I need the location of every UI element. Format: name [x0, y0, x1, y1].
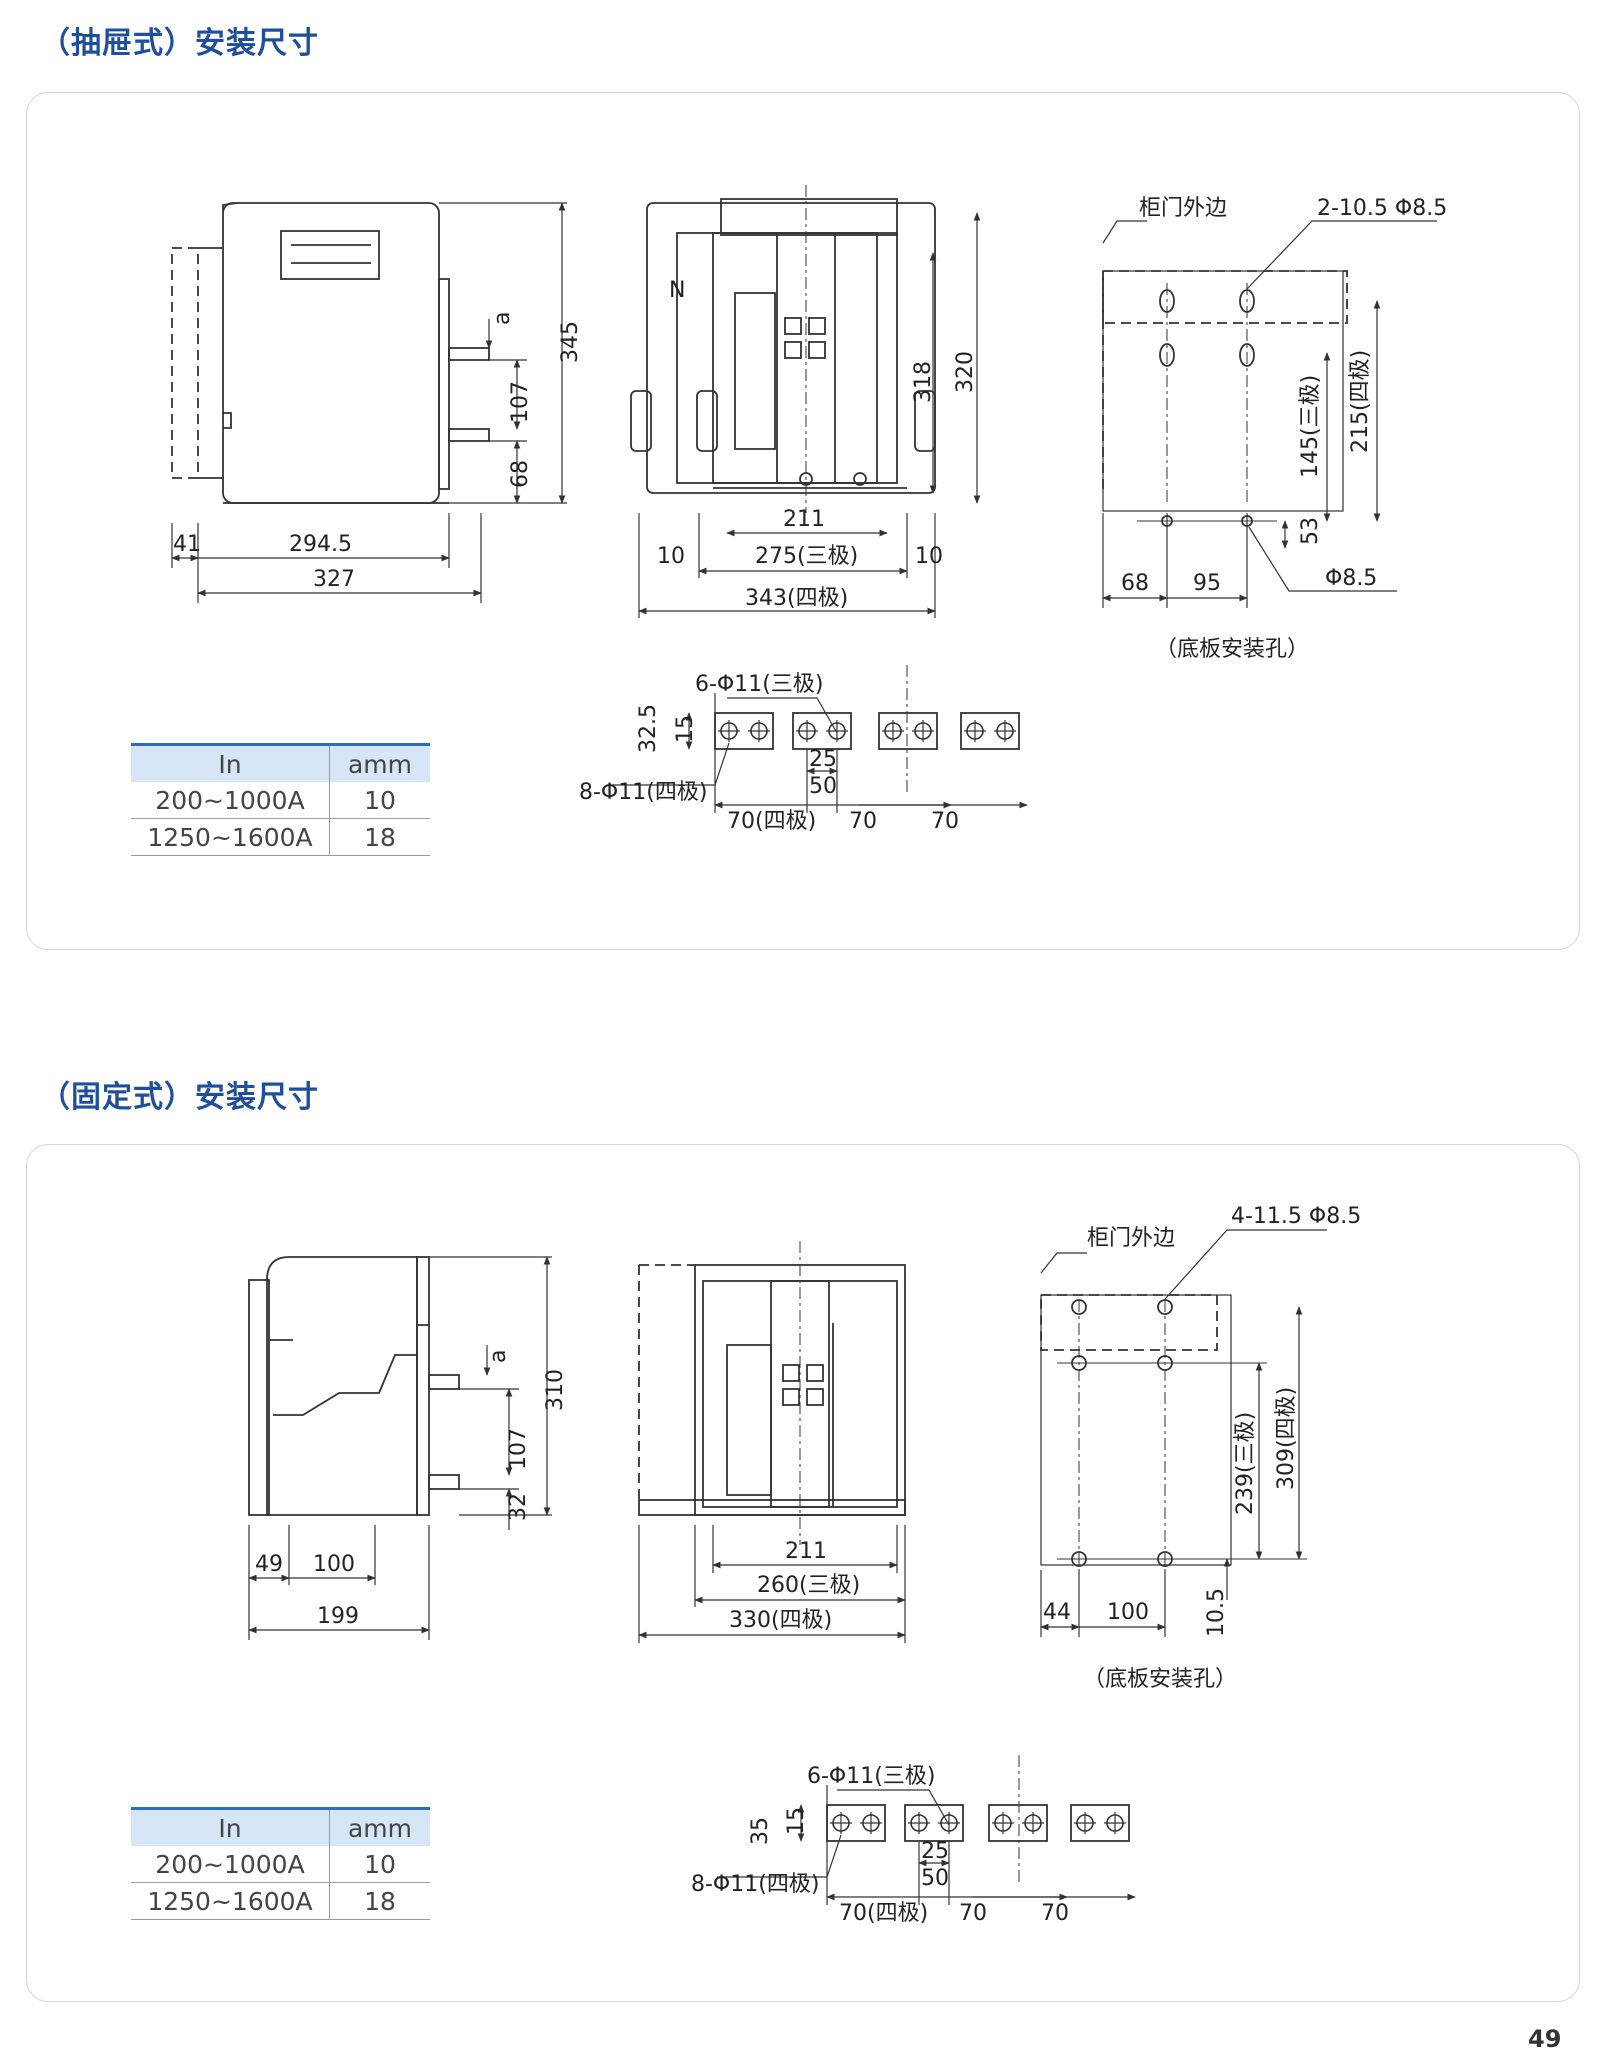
- dim-318: 318: [911, 361, 936, 403]
- dim-310: 310: [543, 1369, 568, 1411]
- table-row: 200~1000A 10: [131, 782, 430, 819]
- section-title-drawout: （抽屉式）安装尺寸: [40, 26, 319, 61]
- terminal-layout-drawout: [714, 665, 1020, 793]
- front-view-drawout: [630, 185, 936, 513]
- dim-260: 260(三极): [757, 1573, 860, 1598]
- dim-275: 275(三极): [755, 544, 858, 569]
- dim-327: 327: [313, 567, 355, 592]
- col-amm: amm: [329, 743, 430, 782]
- table-row: 1250~1600A 18: [131, 1882, 430, 1920]
- terminal-4p-label-fixed: 8-Φ11(四极): [691, 1872, 819, 1897]
- dim-35: 35: [748, 1817, 773, 1845]
- dim-25-fixed: 25: [921, 1839, 949, 1864]
- holes-label-fixed: 4-11.5 Φ8.5: [1231, 1204, 1361, 1229]
- neutral-label: N: [669, 278, 685, 303]
- side-view-drawout: [171, 202, 490, 504]
- dim-107: 107: [508, 381, 533, 423]
- dim-70-c: 70: [931, 809, 959, 834]
- dim-15: 15: [673, 715, 698, 743]
- dim-32: 32: [506, 1493, 531, 1521]
- dim-44: 44: [1043, 1600, 1071, 1625]
- dim-70-4p: 70(四极): [727, 809, 816, 834]
- dim-70-4p-fixed: 70(四极): [839, 1901, 928, 1926]
- dim-343: 343(四极): [745, 586, 848, 611]
- dim-70-b-fixed: 70: [959, 1901, 987, 1926]
- dim-345: 345: [558, 321, 583, 363]
- table-row: 200~1000A 10: [131, 1846, 430, 1883]
- terminal-4p-label: 8-Φ11(四极): [579, 780, 707, 805]
- dim-211: 211: [783, 507, 825, 532]
- dim-50: 50: [809, 774, 837, 799]
- dim-215: 215(四极): [1348, 350, 1373, 453]
- col-amm: amm: [329, 1807, 430, 1846]
- dim-50-fixed: 50: [921, 1866, 949, 1891]
- dim-100-mount: 100: [1107, 1600, 1149, 1625]
- dim-199: 199: [317, 1604, 359, 1629]
- dim-320: 320: [953, 351, 978, 393]
- terminal-3p-label-fixed: 6-Φ11(三极): [807, 1764, 935, 1789]
- terminal-3p-label: 6-Φ11(三极): [695, 672, 823, 697]
- section-title-fixed: （固定式）安装尺寸: [40, 1080, 319, 1115]
- dim-a: a: [490, 312, 515, 325]
- dim-10-5: 10.5: [1204, 1588, 1229, 1637]
- dim-211-fixed: 211: [785, 1539, 827, 1564]
- dim-10-left: 10: [657, 544, 685, 569]
- terminal-layout-fixed: [826, 1755, 1130, 1885]
- dim-70-c-fixed: 70: [1041, 1901, 1069, 1926]
- mount-caption: （底板安装孔）: [1155, 637, 1309, 662]
- dim-70-b: 70: [849, 809, 877, 834]
- drawout-panel: 345 a 107 68 41 294.5 327 N 318 320 211 …: [26, 92, 1580, 950]
- door-edge-label-fixed: 柜门外边: [1087, 1226, 1175, 1251]
- mount-caption-fixed: （底板安装孔）: [1083, 1667, 1237, 1692]
- dim-68-mount: 68: [1121, 571, 1149, 596]
- table-row: 1250~1600A 18: [131, 818, 430, 856]
- dim-95: 95: [1193, 571, 1221, 596]
- drawout-drawing: 345 a 107 68 41 294.5 327 N 318 320 211 …: [171, 185, 1447, 834]
- dim-10-right: 10: [915, 544, 943, 569]
- dim-294-5: 294.5: [289, 532, 352, 557]
- dim-330: 330(四极): [729, 1608, 832, 1633]
- mounting-plate-fixed: [1040, 1294, 1307, 1575]
- fixed-panel: 310 a 107 32 49 100 199 211 260(三极) 330(…: [26, 1144, 1580, 2002]
- current-table-drawout: In amm 200~1000A 10 1250~1600A 18: [131, 743, 430, 856]
- side-view-fixed: [248, 1256, 460, 1516]
- dim-a-fixed: a: [486, 1350, 511, 1363]
- dim-239: 239(三极): [1233, 1412, 1258, 1515]
- dim-68: 68: [508, 460, 533, 488]
- phi-label: Φ8.5: [1325, 566, 1377, 591]
- dim-100-side: 100: [313, 1552, 355, 1577]
- dim-41: 41: [173, 532, 201, 557]
- dim-25: 25: [809, 747, 837, 772]
- current-table-fixed: In amm 200~1000A 10 1250~1600A 18: [131, 1807, 430, 1920]
- door-edge-label: 柜门外边: [1139, 196, 1227, 221]
- fixed-drawing: 310 a 107 32 49 100 199 211 260(三极) 330(…: [248, 1204, 1361, 1926]
- holes-label: 2-10.5 Φ8.5: [1317, 196, 1447, 221]
- dim-145: 145(三极): [1298, 375, 1323, 478]
- col-in: In: [131, 1807, 330, 1846]
- dim-49: 49: [255, 1552, 283, 1577]
- dim-53: 53: [1298, 517, 1323, 545]
- dim-107-fixed: 107: [506, 1428, 531, 1470]
- page-number: 49: [1528, 2025, 1562, 2053]
- col-in: In: [131, 743, 330, 782]
- dim-309: 309(四极): [1274, 1387, 1299, 1490]
- dim-15-fixed: 15: [784, 1807, 809, 1835]
- front-view-fixed: [638, 1241, 906, 1545]
- dim-32-5: 32.5: [636, 704, 661, 753]
